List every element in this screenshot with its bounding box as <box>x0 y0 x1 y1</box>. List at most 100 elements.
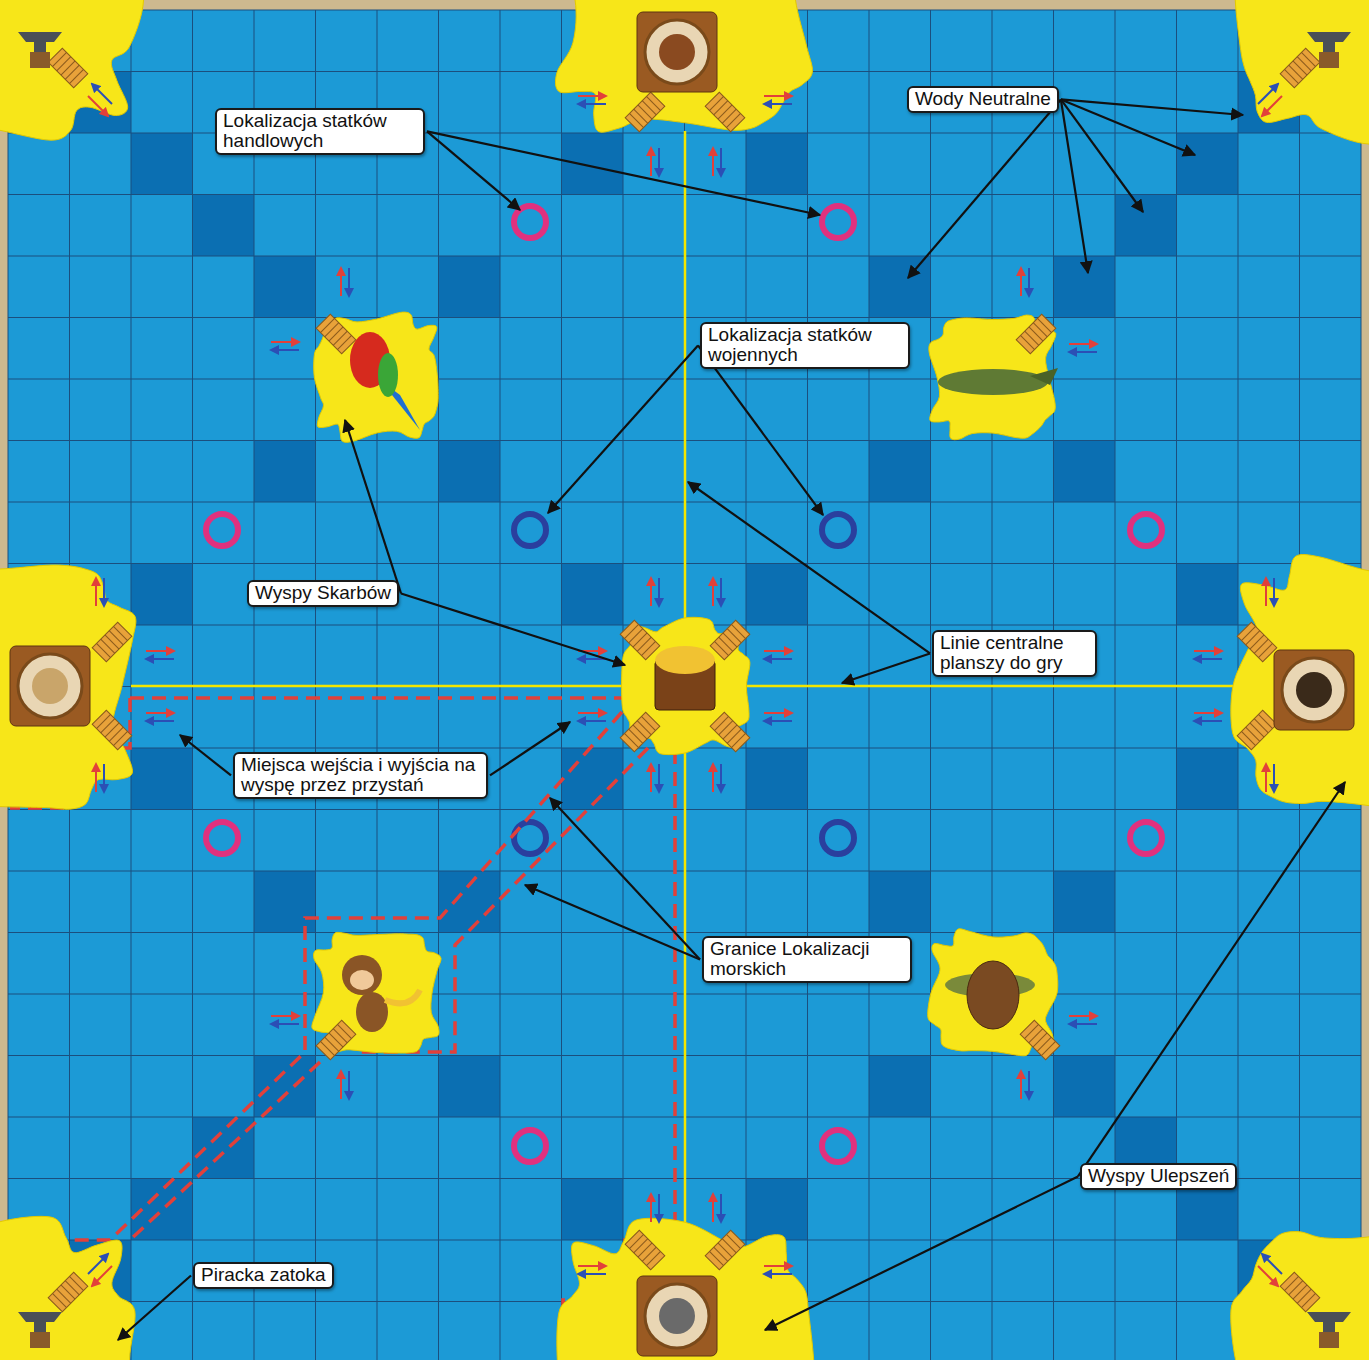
harbour-plank <box>705 92 745 132</box>
merchant-ring <box>206 514 238 546</box>
anvil <box>1307 32 1351 52</box>
merchant-ring <box>822 1130 854 1162</box>
plank-stripe <box>52 52 66 66</box>
plank-stripe <box>718 105 732 119</box>
move-arrow <box>764 720 792 722</box>
harbour-plank <box>1020 1020 1060 1060</box>
move-arrow <box>658 764 660 792</box>
plank-stripe <box>1284 69 1298 83</box>
merchant-ship-spots <box>206 206 1162 1162</box>
callout-box: Wody Neutralne <box>907 86 1059 113</box>
plank-stripe <box>723 633 737 647</box>
plank <box>705 92 745 132</box>
plank-stripe <box>642 1247 656 1261</box>
plank-stripe <box>731 733 745 747</box>
plank-stripe <box>723 725 737 739</box>
callout-box: Linie centralne planszy do gry <box>932 630 1097 677</box>
gold <box>655 646 715 674</box>
callout-label: Wyspy Skarbów <box>255 583 391 603</box>
island <box>314 312 438 442</box>
plank-stripe <box>337 335 351 349</box>
leader-line <box>842 653 930 683</box>
move-arrow <box>271 349 299 351</box>
plank-stripe <box>646 96 660 110</box>
callout-box: Granice Lokalizacji morskich <box>702 936 912 983</box>
harbour-plank <box>625 92 665 132</box>
plank-stripe <box>646 1251 660 1265</box>
plank-stripe <box>109 727 123 741</box>
move-arrow <box>1194 650 1222 652</box>
plank-stripe <box>637 637 651 651</box>
move-arrow <box>1265 578 1267 606</box>
plank-stripe <box>714 641 728 655</box>
merchant-ring <box>1130 514 1162 546</box>
medallion-picture <box>659 34 695 70</box>
plank-stripe <box>629 1234 643 1248</box>
plank <box>710 712 750 752</box>
barrel <box>1319 52 1339 68</box>
neutral-cell <box>131 748 193 810</box>
move-arrow <box>1258 1266 1278 1286</box>
plank <box>620 620 660 660</box>
plank-stripe <box>52 1293 66 1307</box>
callout-label: Linie centralne planszy do gry <box>940 633 1089 673</box>
neutral-cell <box>254 441 316 503</box>
callout-label: Lokalizacja statków wojennych <box>708 325 902 365</box>
callout-label: Miejsca wejścia i wyjścia na wyspę przez… <box>241 755 480 795</box>
move-arrow <box>764 1273 792 1275</box>
plank-stripe <box>714 1247 728 1261</box>
move-arrow <box>1194 720 1222 722</box>
move-arrow <box>348 1071 350 1099</box>
leader-line <box>1061 99 1088 273</box>
harbour-plank <box>316 314 356 354</box>
plank <box>1016 314 1056 354</box>
crocodile <box>938 369 1048 395</box>
neutral-cell <box>1054 1056 1116 1118</box>
plank-stripe <box>731 624 745 638</box>
neutral-cell <box>562 564 624 626</box>
plank-stripe <box>727 629 741 643</box>
move-arrow <box>720 1194 722 1222</box>
plank-stripe <box>333 1029 347 1043</box>
medallion <box>645 20 709 84</box>
plank-stripe <box>1258 643 1272 657</box>
plank-stripe <box>722 1239 736 1253</box>
plank <box>620 712 660 752</box>
neutral-cell <box>562 1179 624 1241</box>
plank-stripe <box>718 1243 732 1257</box>
plank-stripe <box>61 1285 75 1299</box>
plank <box>705 1230 745 1270</box>
medallion <box>18 654 82 718</box>
move-arrow <box>720 578 722 606</box>
plank <box>92 710 132 750</box>
neutral-cell <box>131 564 193 626</box>
move-arrow <box>578 103 606 105</box>
move-arrow <box>103 764 105 792</box>
merchant-ring <box>514 1130 546 1162</box>
neutral-cell <box>439 871 501 933</box>
plank-stripe <box>1254 639 1268 653</box>
plank-stripe <box>325 1037 339 1051</box>
plank-stripe <box>105 723 119 737</box>
callout-label: Piracka zatoka <box>201 1265 326 1285</box>
plank-stripe <box>719 637 733 651</box>
callout-box: Lokalizacja statków wojennych <box>700 322 910 369</box>
harbour-plank <box>620 620 660 660</box>
harbour-plank <box>1280 48 1320 88</box>
plank <box>1280 48 1320 88</box>
harbour-plank <box>705 1230 745 1270</box>
plank-stripe <box>638 1243 652 1257</box>
anvil <box>18 1312 62 1332</box>
harbour-plank <box>1237 622 1277 662</box>
plank-stripe <box>634 109 648 123</box>
plank-stripe <box>113 626 127 640</box>
plank-stripe <box>96 714 110 728</box>
island <box>554 0 813 132</box>
warship-ring <box>514 514 546 546</box>
neutral-cell <box>562 748 624 810</box>
callout-label: Wyspy Ulepszeń <box>1088 1166 1229 1186</box>
barrel <box>30 52 50 68</box>
plank-stripe <box>1241 626 1255 640</box>
move-arrow <box>650 148 652 176</box>
leader-line <box>765 1176 1078 1330</box>
